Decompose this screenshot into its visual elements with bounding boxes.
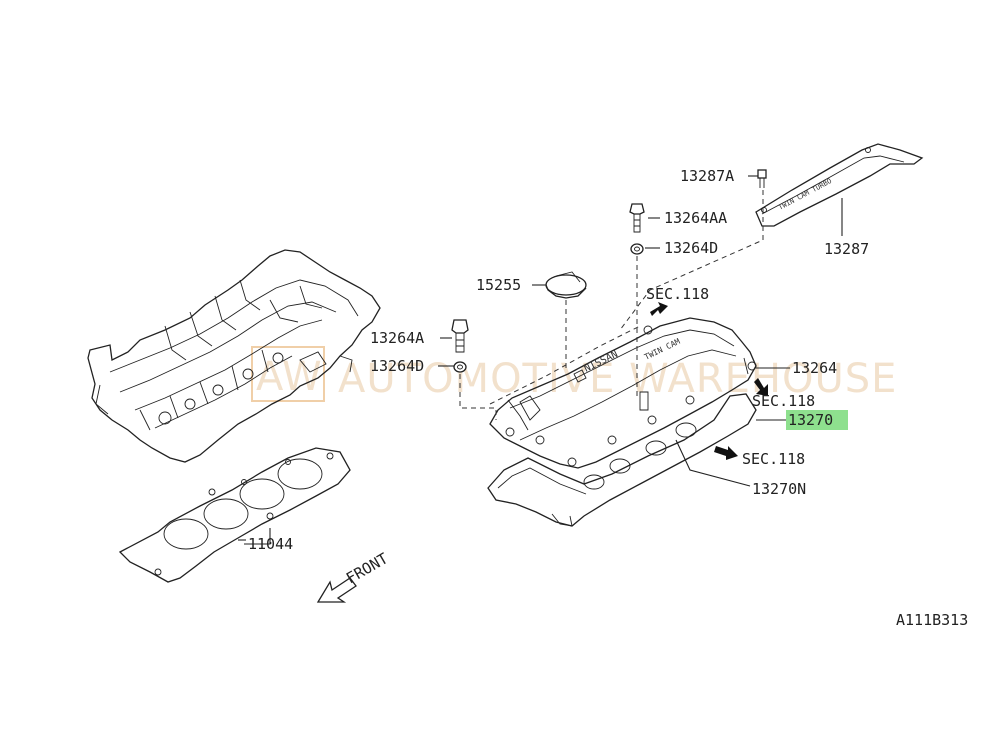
- oil-filler-cap: [545, 271, 587, 299]
- sec118-arrow-a: [650, 302, 668, 316]
- label-front: FRONT: [343, 549, 391, 587]
- highlight-13270: [786, 410, 848, 430]
- part-labels[interactable]: 13287A 13287 13264AA 13264D 15255 SEC.11…: [248, 167, 968, 629]
- label-13264A[interactable]: 13264A: [370, 329, 424, 347]
- sec118-arrow-c: [714, 446, 738, 460]
- watermark-logo-box: [251, 346, 325, 402]
- sec118-arrow-b: [754, 378, 768, 396]
- label-sec118-c[interactable]: SEC.118: [742, 450, 805, 468]
- washer-13264D-top: [630, 243, 644, 255]
- sec-arrows: [650, 302, 768, 460]
- front-arrow: [316, 577, 357, 603]
- label-15255[interactable]: 15255: [476, 276, 521, 294]
- watermark-logo: AW: [256, 354, 323, 400]
- assembly-lines: [459, 190, 764, 420]
- label-sec118-a[interactable]: SEC.118: [646, 285, 709, 303]
- label-13287[interactable]: 13287: [824, 240, 869, 258]
- label-13264D-left[interactable]: 13264D: [370, 357, 424, 375]
- label-13270[interactable]: 13270: [788, 411, 833, 429]
- label-13264AA[interactable]: 13264AA: [664, 209, 727, 227]
- bolt-13287A: [757, 169, 767, 188]
- label-13287A[interactable]: 13287A: [680, 167, 734, 185]
- head-gasket: [118, 447, 351, 583]
- washer-13264D-left: [453, 361, 467, 373]
- label-11044[interactable]: 11044: [248, 535, 293, 553]
- label-13270N[interactable]: 13270N: [752, 480, 806, 498]
- bolt-13264AA: [629, 203, 645, 233]
- coil-cover: TWIN CAM TURBO: [755, 143, 924, 227]
- label-sec118-b[interactable]: SEC.118: [752, 392, 815, 410]
- label-13264[interactable]: 13264: [792, 359, 837, 377]
- bolt-13264A: [451, 319, 469, 353]
- diagram-code: A111B313: [896, 611, 968, 629]
- cylinder-head: [87, 249, 381, 463]
- leader-lines: [244, 175, 843, 545]
- valve-cover-gasket: [487, 393, 757, 527]
- label-13264D-top[interactable]: 13264D: [664, 239, 718, 257]
